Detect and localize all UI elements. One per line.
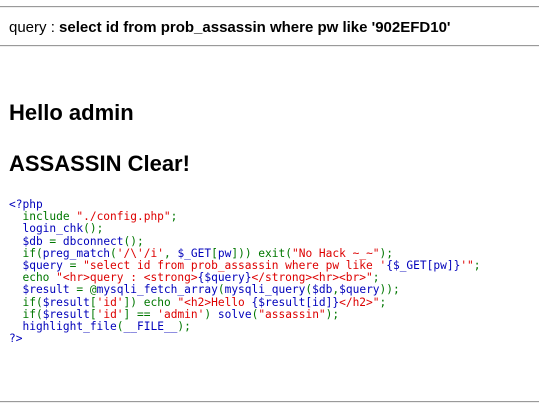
source-token: if( xyxy=(9,307,43,321)
source-token: = xyxy=(69,258,84,272)
query-line: query : select id from prob_assassin whe… xyxy=(9,19,451,37)
source-token: = @ xyxy=(76,283,97,297)
source-line: $result = @mysqli_fetch_array(mysqli_que… xyxy=(9,284,481,296)
source-token: ); xyxy=(379,246,394,260)
source-token: ( xyxy=(305,283,313,297)
source-line: $query = "select id from prob_assassin w… xyxy=(9,258,481,272)
source-token: mysqli_fetch_array xyxy=(96,283,218,297)
source-token: (); xyxy=(123,234,144,248)
query-prefix: query : xyxy=(9,19,60,36)
source-token: ( xyxy=(110,246,117,260)
source-token: mysqli_query xyxy=(224,283,306,297)
source-token: </h2>" xyxy=(339,295,380,309)
source-token: pw xyxy=(217,246,232,260)
top-horizontal-rule xyxy=(0,6,539,8)
source-line: <?php xyxy=(9,198,481,211)
source-token: ; xyxy=(170,210,178,224)
source-token: solve xyxy=(217,307,252,321)
source-token: "./config.php" xyxy=(76,210,171,224)
source-token: {$_GET[pw]} xyxy=(386,258,461,272)
source-token: $query xyxy=(9,258,70,272)
source-token: [ xyxy=(211,246,218,260)
source-token: $query xyxy=(339,283,380,297)
source-token: "No Hack ~_~" xyxy=(291,246,380,260)
source-token: "select id from prob_assassin where pw l… xyxy=(83,258,387,272)
source-token: ( xyxy=(116,319,124,333)
source-token: "assassin" xyxy=(258,307,326,321)
source-token: $result xyxy=(9,283,77,297)
source-token: , xyxy=(332,283,340,297)
source-line: ?> xyxy=(9,332,481,346)
source-line: if($result['id'] == 'admin') solve("assa… xyxy=(9,307,481,321)
source-token: ); xyxy=(325,307,340,321)
source-token: __FILE__ xyxy=(123,319,178,333)
source-token: "<h2>Hello xyxy=(177,295,252,309)
query-sql: select id from prob_assassin where pw li… xyxy=(59,19,451,36)
source-token: ( xyxy=(217,283,225,297)
source-line: include "./config.php"; xyxy=(9,211,481,223)
source-line: echo "<hr>query : <strong>{$query}</stro… xyxy=(9,272,481,284)
source-token: '" xyxy=(460,258,474,272)
source-token: if( xyxy=(9,246,43,260)
source-token: include xyxy=(9,210,77,224)
source-token: $result xyxy=(42,295,90,309)
source-token: {$result[id]} xyxy=(251,295,340,309)
source-token: $db xyxy=(9,234,50,248)
source-token: ]) echo xyxy=(123,295,178,309)
source-line: login_chk(); xyxy=(9,223,481,235)
source-token: </strong><hr><br>" xyxy=(251,271,373,285)
source-token: {$query} xyxy=(197,271,252,285)
source-line: $db = dbconnect(); xyxy=(9,234,481,248)
source-token: [ xyxy=(89,295,97,309)
source-line: highlight_file(__FILE__); xyxy=(9,319,481,333)
source-token: dbconnect xyxy=(62,234,124,248)
query-horizontal-rule xyxy=(0,45,539,47)
source-token: ?> xyxy=(9,332,23,346)
source-token: (); xyxy=(83,222,104,236)
source-token: ; xyxy=(372,271,380,285)
source-token: = xyxy=(49,234,63,248)
source-token: 'id' xyxy=(96,295,124,309)
hello-heading: Hello admin xyxy=(9,100,134,125)
source-line: if(preg_match('/\'/i', $_GET[pw])) exit(… xyxy=(9,246,481,260)
source-token: ])) exit( xyxy=(231,246,292,260)
source-token: login_chk xyxy=(9,222,84,236)
source-token: '/\'/i' xyxy=(116,246,164,260)
source-line: if($result['id']) echo "<h2>Hello {$resu… xyxy=(9,295,481,309)
source-token: $result xyxy=(42,307,90,321)
source-token: "<hr>query : <strong> xyxy=(56,271,198,285)
source-token: ); xyxy=(177,319,191,333)
source-token: preg_match xyxy=(42,246,111,260)
source-token: , xyxy=(163,246,178,260)
source-token: ; xyxy=(379,295,387,309)
source-token: $db xyxy=(312,283,333,297)
php-source-code: <?php include "./config.php"; login_chk(… xyxy=(9,198,481,346)
source-token: <?php xyxy=(9,198,43,211)
source-token: ] == xyxy=(123,307,158,321)
source-token: echo xyxy=(9,271,57,285)
source-token: [ xyxy=(89,307,97,321)
source-token: ) xyxy=(204,307,218,321)
source-token: 'admin' xyxy=(157,307,205,321)
source-token: 'id' xyxy=(96,307,124,321)
bottom-horizontal-rule xyxy=(0,401,539,403)
source-token: if( xyxy=(9,295,43,309)
source-token: ; xyxy=(473,258,481,272)
clear-heading: ASSASSIN Clear! xyxy=(9,151,190,176)
source-token: $_GET xyxy=(177,246,212,260)
source-token: )); xyxy=(379,283,400,297)
source-token: ( xyxy=(251,307,259,321)
source-token: highlight_file xyxy=(9,319,117,333)
